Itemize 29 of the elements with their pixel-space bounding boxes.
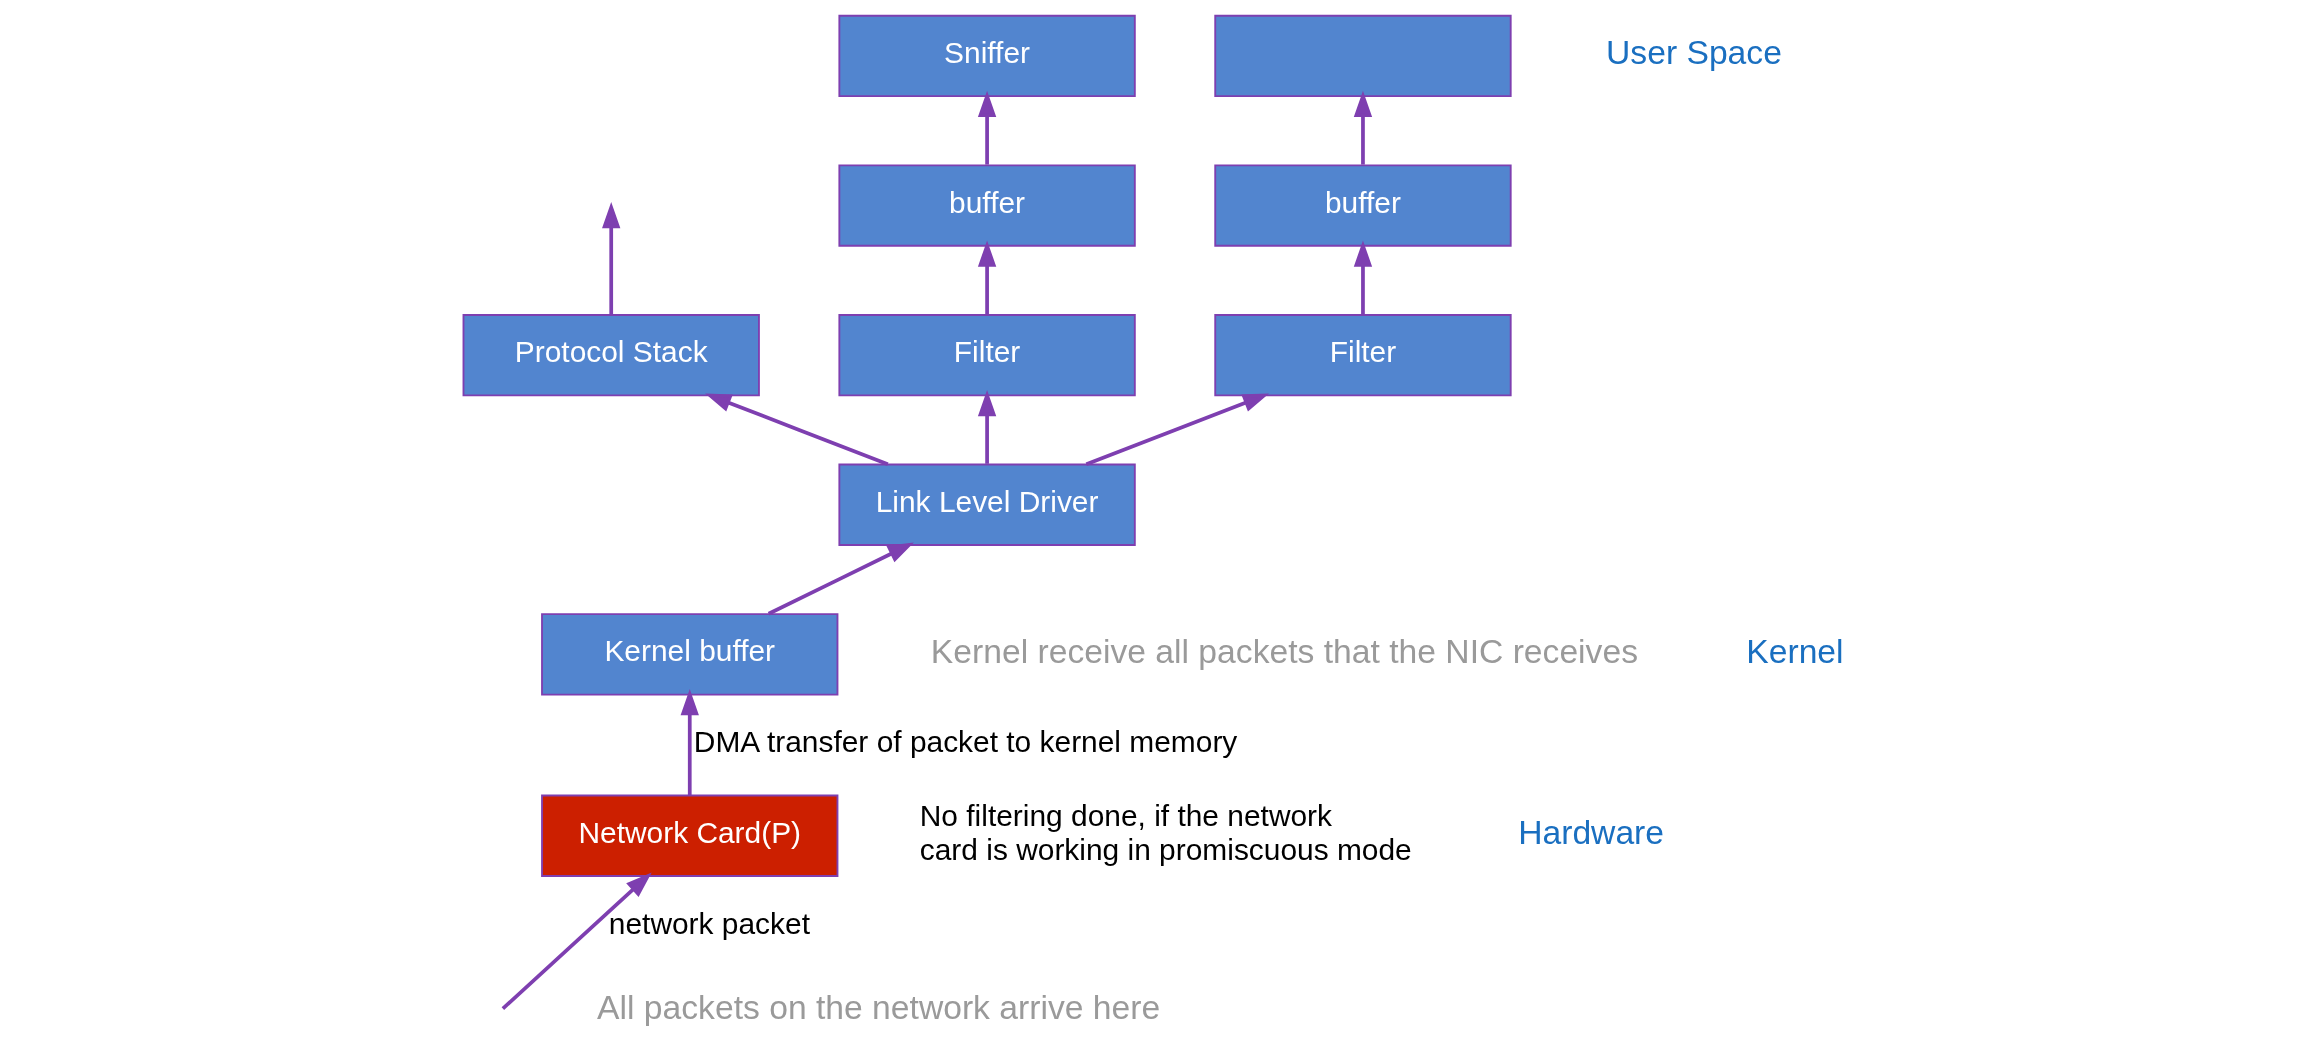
node-label: No filtering done, if the network card is working in promiscuous mode <box>919 799 1412 866</box>
arrow <box>501 872 652 1010</box>
node-box: Protocol Stack <box>462 314 760 397</box>
arrow <box>704 393 889 467</box>
node-box: buffer <box>837 164 1136 247</box>
arrow <box>767 542 914 616</box>
arrow <box>601 201 620 315</box>
arrow <box>680 689 699 796</box>
edge-label: DMA transfer of packet to kernel memory <box>693 725 1237 759</box>
arrow <box>977 90 996 165</box>
arrow <box>977 240 996 315</box>
node-box: Link Level Driver <box>837 463 1136 546</box>
node-box: buffer <box>1213 164 1512 247</box>
label: Kernel <box>1745 632 1844 670</box>
node-box: Sniffer <box>837 14 1136 98</box>
arrow <box>1353 240 1372 315</box>
label: User Space <box>1605 34 1782 72</box>
arrow <box>1353 90 1372 165</box>
node-box: Filter <box>837 314 1136 397</box>
node-box: Filter <box>1213 314 1512 397</box>
label: All packets on the network arrive here <box>596 988 1160 1026</box>
edge-label: network packet <box>608 906 810 940</box>
label: Kernel receive all packets that the NIC receives <box>930 632 1638 670</box>
node-box: Kernel buffer <box>540 613 838 696</box>
arrow <box>1085 393 1269 467</box>
node-box <box>1213 14 1512 98</box>
node-box: Network Card(P) <box>540 794 838 877</box>
arrow <box>977 390 996 464</box>
label: Hardware <box>1517 813 1664 851</box>
